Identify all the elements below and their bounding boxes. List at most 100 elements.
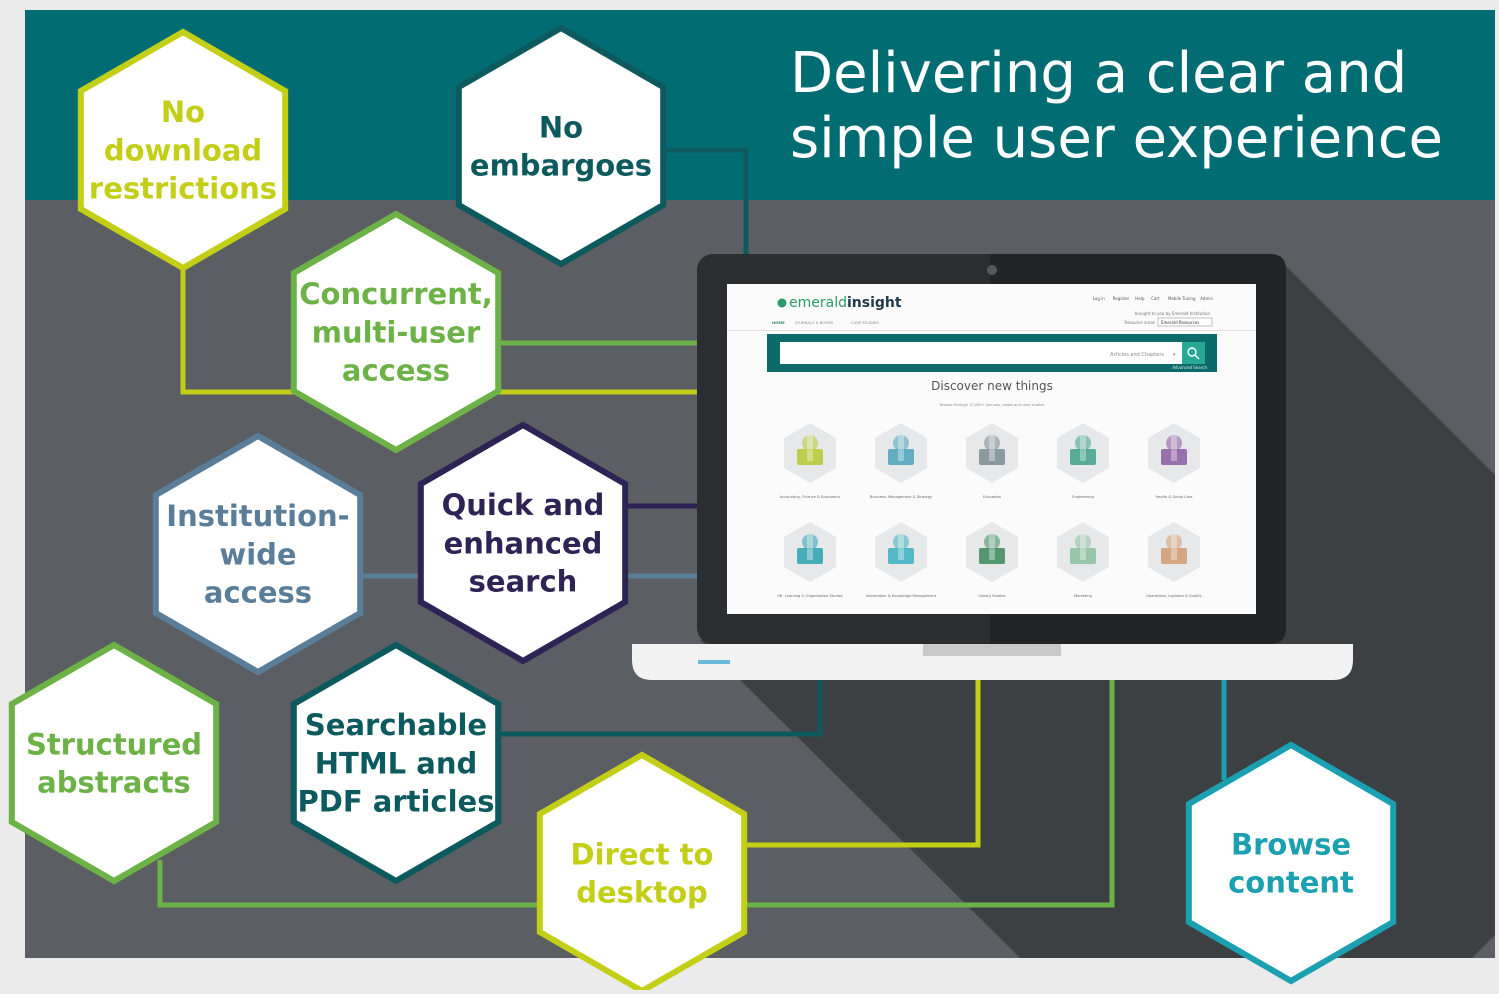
hexagon-direct-to-desktop: Direct to desktop <box>536 751 748 994</box>
hexagon-label-line: Institution- <box>166 499 349 533</box>
webcam-icon <box>987 265 997 275</box>
connector-no-download-restrictions <box>180 262 700 395</box>
chart-growth-icon <box>797 435 823 465</box>
title-line-1: Delivering a clear and <box>790 41 1407 106</box>
connector-searchable-articles <box>498 680 823 737</box>
hexagon-label-line: Concurrent, <box>299 277 492 311</box>
hexagon-shape <box>152 432 364 676</box>
category-label: HR, Learning & Organization Studies <box>777 594 843 598</box>
connector-direct-to-desktop <box>745 680 981 848</box>
graduation-cap-icon <box>979 435 1005 465</box>
category-label: Library Studies <box>978 594 1005 598</box>
category-tile[interactable]: Education <box>966 423 1018 499</box>
connector-lines <box>157 147 1227 908</box>
screen-nav-tab[interactable]: HOME <box>772 320 785 325</box>
burst-icon <box>1070 534 1096 564</box>
feature-hexagons: No download restrictions No embargoesConcurr… <box>8 24 1397 994</box>
hexagon-label-line: Direct to <box>571 837 714 871</box>
hexagon-shape <box>1185 741 1397 985</box>
laptop: emeraldinsight Admin Mobile Tuning Cart Hel… <box>632 254 1353 680</box>
hexagon-label-line: search <box>469 565 578 599</box>
screen-top-link[interactable]: Help <box>1135 296 1145 301</box>
screen-top-link[interactable]: Register <box>1113 296 1130 301</box>
hexagon-label-line: multi-user <box>312 315 481 349</box>
category-label: Operations, Logistics & Quality <box>1146 594 1202 598</box>
resource-select-value: Emerald Resources <box>1161 320 1199 325</box>
hexagon-label-line: wide <box>219 537 296 571</box>
hexagon-label-line: access <box>204 576 312 610</box>
gears-icon <box>1070 435 1096 465</box>
category-grid: Accounting, Finance & Economics Business,… <box>777 423 1203 598</box>
category-label: Business, Management & Strategy <box>870 495 933 499</box>
hexagon-label-line: PDF articles <box>298 785 495 819</box>
screen-nav-tabs: HOME JOURNALS & BOOKS CASE STUDIES <box>772 320 879 325</box>
screen-top-link[interactable]: Cart <box>1151 296 1160 301</box>
advanced-search-link[interactable]: Advanced Search <box>1172 365 1207 370</box>
screen-search-scope[interactable]: Articles and Chapters <box>1110 352 1164 358</box>
emerald-logo-icon <box>777 298 787 308</box>
hexagon-label-line: enhanced <box>444 526 603 560</box>
title-line-2: simple user experience <box>790 106 1443 171</box>
category-tile[interactable]: Engineering <box>1057 423 1109 499</box>
category-label: Health & Social Care <box>1155 495 1193 499</box>
screen-search-input[interactable] <box>780 342 1182 364</box>
resource-select[interactable] <box>1157 317 1213 327</box>
heart-hands-icon <box>1161 435 1187 465</box>
hexagon-label-line: restrictions <box>89 172 277 206</box>
search-icon-handle <box>1194 354 1200 360</box>
hexagon-label-line: Browse <box>1231 827 1351 861</box>
hexagon-shape <box>290 210 502 454</box>
laptop-base <box>632 644 1353 680</box>
category-tile[interactable]: Accounting, Finance & Economics <box>780 423 841 499</box>
hexagon-shape <box>417 421 629 665</box>
hexagon-label-line: desktop <box>576 876 708 910</box>
category-label: Accounting, Finance & Economics <box>780 495 841 499</box>
screen-top-link[interactable]: Mobile Tuning <box>1168 296 1196 301</box>
screen-top-link[interactable]: Admin <box>1200 296 1213 301</box>
hexagon-label-line: download <box>104 133 262 167</box>
screen-nav-tab[interactable]: CASE STUDIES <box>851 320 879 325</box>
category-label: Engineering <box>1072 495 1094 499</box>
search-button[interactable] <box>1182 342 1205 364</box>
screen-nav-tab[interactable]: JOURNALS & BOOKS <box>794 320 834 325</box>
hexagon-label-line: abstracts <box>37 766 191 800</box>
category-tile[interactable]: Information & Knowledge Management <box>866 522 937 598</box>
screen-top-links: Admin Mobile Tuning Cart Help Register Log in <box>1093 296 1214 301</box>
category-tile[interactable]: Library Studies <box>966 522 1018 598</box>
category-tile[interactable]: Marketing <box>1057 522 1109 598</box>
info-circuit-icon <box>888 534 914 564</box>
hexagon-label-line: No <box>539 110 583 144</box>
hexagon-no-download-restrictions: No download restrictions <box>77 28 289 272</box>
hexagon-no-embargoes: No embargoes <box>455 24 667 268</box>
people-chain-icon <box>797 534 823 564</box>
screen-heading: Discover new things <box>931 379 1053 393</box>
screen-top-link[interactable]: Log in <box>1093 296 1106 301</box>
hexagon-institution-wide-access: Institution-wide access <box>152 432 364 676</box>
hexagon-label-line: HTML and <box>315 746 477 780</box>
hexagon-shape <box>455 24 667 268</box>
clipboard-clock-icon <box>1161 534 1187 564</box>
hexagon-shape <box>8 641 220 885</box>
site-logo[interactable]: emeraldinsight <box>789 295 902 311</box>
laptop-hinge <box>923 644 1061 656</box>
category-label: Information & Knowledge Management <box>866 594 937 598</box>
screen-brought-to-you: brought to you by Emerald Institution <box>1135 311 1211 316</box>
connector-structured-abstracts-b <box>745 680 1115 908</box>
category-tile[interactable]: HR, Learning & Organization Studies <box>777 522 843 598</box>
hexagon-label-line: embargoes <box>470 149 652 183</box>
books-device-icon <box>979 534 1005 564</box>
category-tile[interactable]: Operations, Logistics & Quality <box>1146 522 1203 598</box>
category-tile[interactable]: Health & Social Care <box>1148 423 1200 499</box>
hexagon-shape <box>290 641 502 885</box>
category-tile[interactable]: Business, Management & Strategy <box>870 423 933 499</box>
hexagon-label-line: No <box>161 95 205 129</box>
screen-divider <box>727 330 1256 331</box>
category-label: Education <box>983 495 1001 499</box>
connector-structured-abstracts-a <box>157 860 540 908</box>
hexagon-label-line: Searchable <box>305 708 487 742</box>
